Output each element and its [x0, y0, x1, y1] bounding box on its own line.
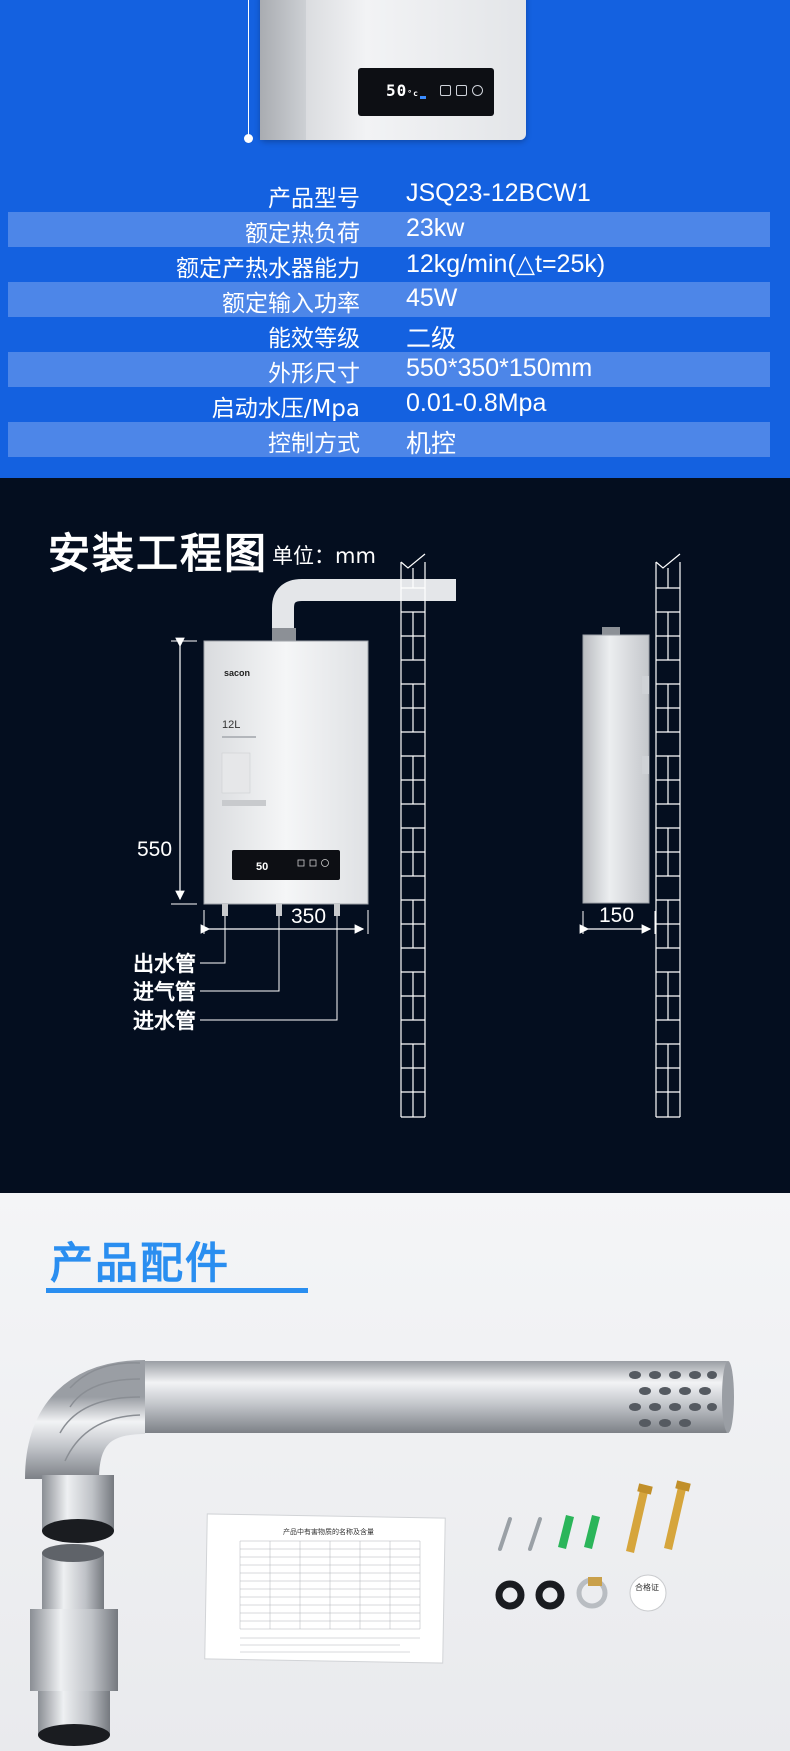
qualification-tag: 合格证 — [629, 1574, 667, 1612]
pipe-label-gas: 进气管 — [133, 980, 196, 1004]
heater-display — [232, 850, 340, 880]
heater-side-panel — [260, 0, 306, 140]
spec-table: 产品型号 JSQ23-12BCW1 额定热负荷 23kw 额定产热水器能力 12kg/… — [8, 177, 770, 458]
pointer-line — [248, 0, 249, 138]
heater-front-view: sacon 12L 50 — [203, 640, 369, 916]
accessories-underline — [46, 1288, 308, 1293]
screw-set — [498, 1480, 691, 1553]
flue-pipe-straight — [140, 1361, 734, 1433]
pipe-label-inlet: 进水管 — [133, 1009, 196, 1033]
spec-row: 额定热负荷 23kw — [8, 212, 770, 247]
flue-adapter — [30, 1544, 118, 1746]
panel-button-icon — [440, 85, 451, 96]
spec-label: 外形尺寸 — [268, 361, 360, 387]
gasket-rings — [495, 1580, 565, 1610]
spec-value: 23kw — [406, 214, 465, 242]
spec-row: 额定输入功率 45W — [8, 282, 770, 317]
height-dimension: 550 — [137, 838, 172, 861]
flue-collar — [272, 628, 296, 644]
heater-capacity: 12L — [222, 719, 240, 731]
sheet-title: 产品中有害物质的名称及含量 — [283, 1527, 374, 1536]
spec-label: 额定热负荷 — [245, 221, 360, 247]
spec-value: 550*350*150mm — [406, 354, 593, 382]
flue-pipe — [272, 579, 456, 631]
spec-label: 额定产热水器能力 — [176, 256, 360, 282]
pointer-dot — [244, 134, 253, 143]
instruction-sheet: 产品中有害物质的名称及含量 — [204, 1513, 446, 1664]
hose-clamp — [576, 1577, 608, 1609]
installation-section: 安装工程图 单位：mm sacon 12L 50 — [0, 478, 790, 1193]
pipe-label-outlet: 出水管 — [133, 952, 196, 976]
spec-label: 控制方式 — [268, 431, 360, 457]
panel-temperature: 50°c — [386, 81, 419, 100]
water-heater-image: 50°c — [260, 0, 526, 140]
spec-value: 45W — [406, 284, 458, 312]
spec-value: JSQ23-12BCW1 — [406, 179, 591, 207]
spec-value: 0.01-0.8Mpa — [406, 389, 547, 417]
spec-value: 12kg/min(△t=25k) — [406, 250, 606, 278]
spec-label: 启动水压/Mpa — [211, 396, 360, 422]
spec-row: 控制方式 机控 — [8, 422, 770, 458]
accessories-title: 产品配件 — [50, 1239, 230, 1289]
panel-button-icon — [456, 85, 467, 96]
spec-value: 机控 — [406, 430, 457, 458]
wall-section-left — [400, 553, 426, 1118]
tag-text: 合格证 — [635, 1582, 659, 1592]
heater-control-panel: 50°c — [358, 68, 494, 116]
accessories-section: 产品配件 — [0, 1193, 790, 1751]
panel-power-icon — [472, 85, 483, 96]
panel-led — [420, 96, 426, 99]
spec-row: 能效等级 二级 — [8, 317, 770, 353]
installation-diagram: sacon 12L 50 550 350 出水管 进气管 进 — [133, 553, 681, 1118]
installation-unit: 单位：mm — [272, 544, 376, 568]
depth-dimension: 150 — [599, 904, 634, 927]
wall-section-right — [655, 553, 681, 1118]
flue-pipe-elbow — [25, 1360, 147, 1481]
installation-title: 安装工程图 — [48, 529, 269, 578]
accessories-image: 产品中有害物质的名称及含量 — [25, 1360, 734, 1746]
spec-label: 额定输入功率 — [222, 291, 360, 317]
spec-row: 额定产热水器能力 12kg/min(△t=25k) — [8, 247, 770, 282]
heater-brand: sacon — [224, 668, 250, 678]
spec-label: 能效等级 — [268, 326, 360, 352]
spec-row: 外形尺寸 550*350*150mm — [8, 352, 770, 387]
heater-side-view — [582, 627, 650, 904]
spec-row: 启动水压/Mpa 0.01-0.8Mpa — [8, 387, 770, 422]
width-dimension: 350 — [291, 905, 326, 928]
display-temp: 50 — [256, 861, 268, 873]
spec-value: 二级 — [406, 325, 457, 353]
spec-section: 50°c 产品型号 JSQ23-12BCW1 额定热负荷 23kw 额定产热水器能力… — [0, 0, 790, 478]
spec-label: 产品型号 — [268, 186, 360, 212]
spec-row: 产品型号 JSQ23-12BCW1 — [8, 177, 770, 212]
